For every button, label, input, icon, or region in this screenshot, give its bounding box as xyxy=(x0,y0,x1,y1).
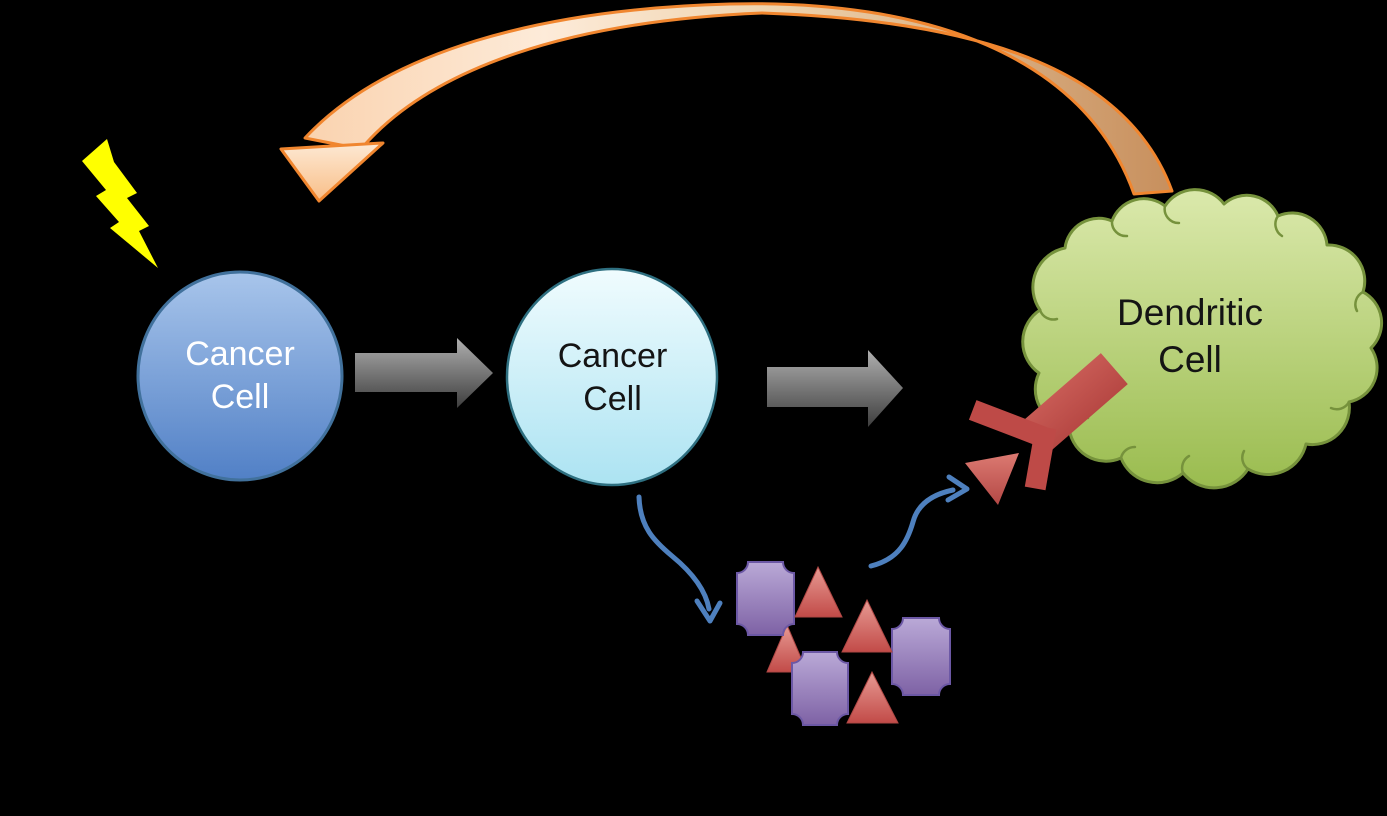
antigen-plaque-icon xyxy=(891,617,951,696)
progression-arrow-2 xyxy=(767,350,903,427)
receptor-x-left-bar xyxy=(968,400,1048,447)
cancer-cell-2-node xyxy=(505,267,719,487)
receptor-x-lower-bar xyxy=(1024,425,1057,491)
release-connector-arrowhead xyxy=(694,598,723,624)
antigen-cluster xyxy=(736,561,951,726)
presented-antigen-triangle-icon xyxy=(965,453,1019,505)
antigen-triangle-icon xyxy=(766,623,808,673)
release-connector-curve xyxy=(636,494,712,612)
feedback-arc-arrowhead xyxy=(279,141,385,203)
antigen-plaque-icon xyxy=(736,561,795,636)
antigen-plaque-icon xyxy=(791,651,849,726)
progression-arrow-1 xyxy=(355,338,493,408)
uptake-connector-arrowhead xyxy=(945,474,970,503)
feedback-arc-arrow xyxy=(279,2,1174,203)
antigen-triangle-icon xyxy=(846,670,899,724)
release-connector-arrow xyxy=(636,494,723,624)
antigen-triangle-icon xyxy=(794,565,843,618)
cancer-cell-1-node xyxy=(136,270,344,482)
uptake-connector-curve xyxy=(868,487,956,569)
lightning-bolt-icon xyxy=(82,139,158,268)
feedback-arc-band xyxy=(303,2,1174,196)
antigen-triangle-icon xyxy=(841,598,893,653)
dendritic-cell-node xyxy=(1021,188,1384,490)
uptake-connector-arrow xyxy=(868,474,970,569)
receptor-x-icon xyxy=(968,353,1128,491)
dendritic-cell-cloud-outline xyxy=(1021,188,1384,490)
